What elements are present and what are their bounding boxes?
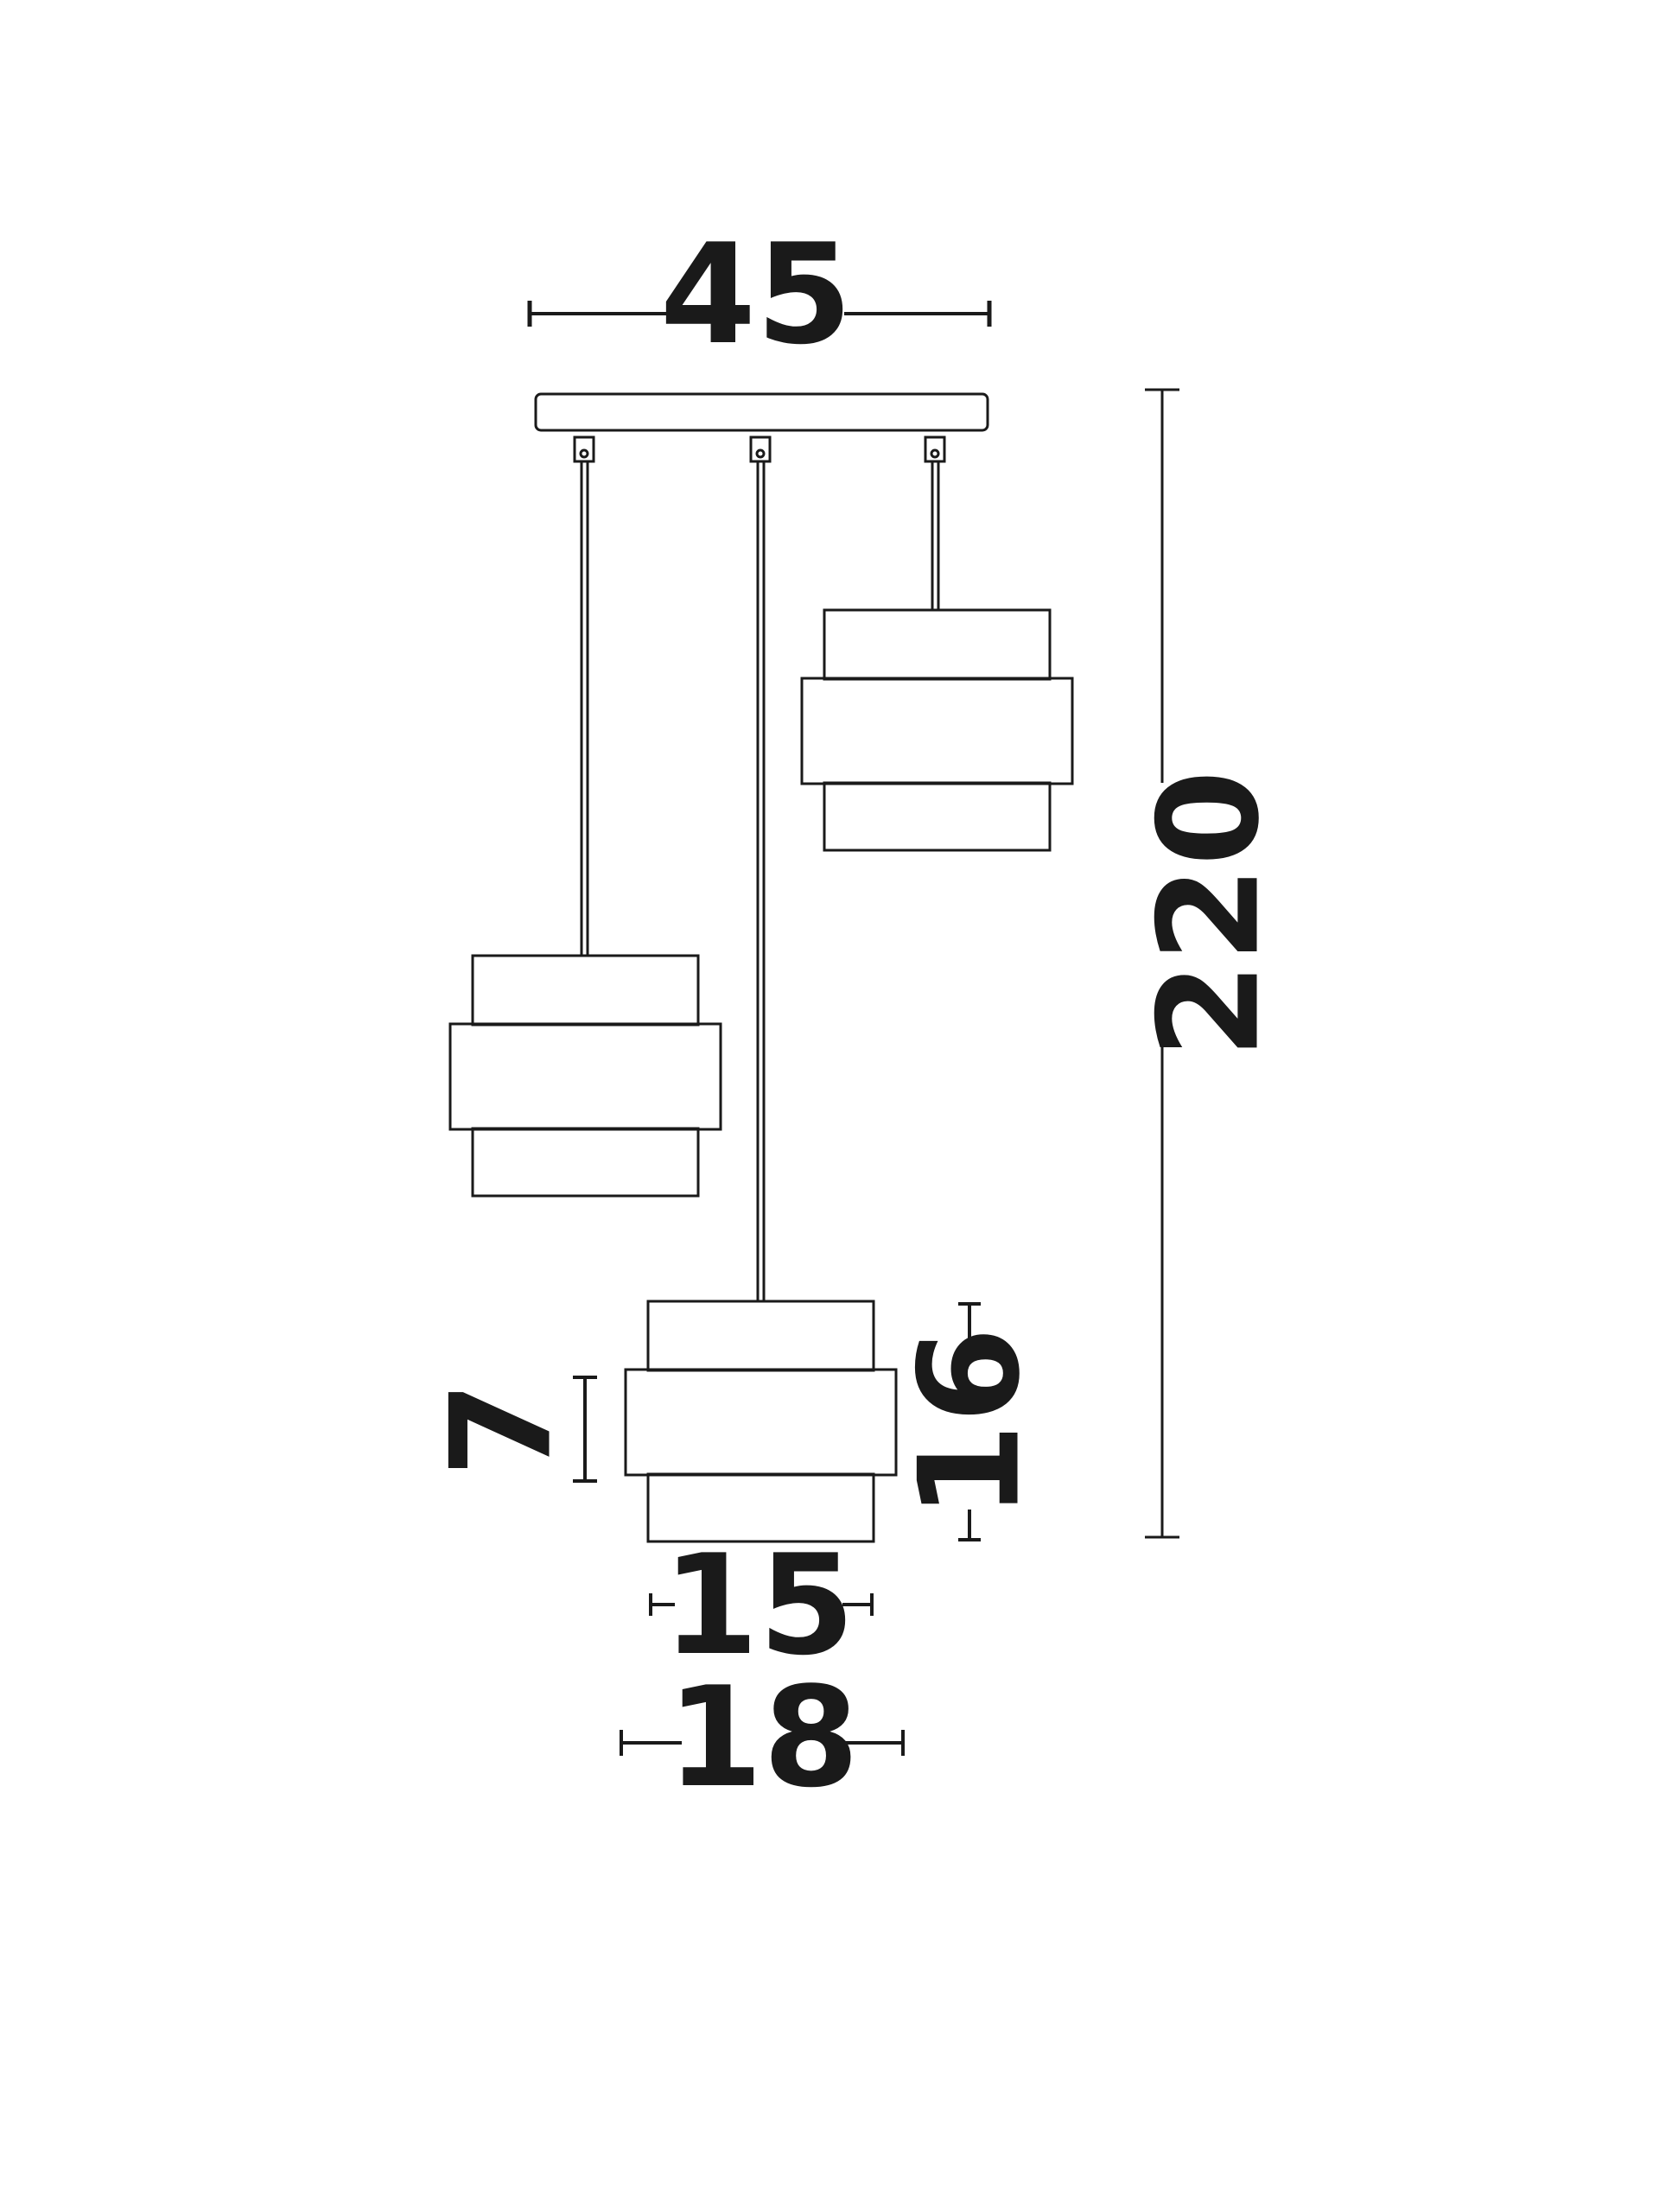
shade-middle-band: [800, 677, 1074, 785]
shade-middle-band: [448, 1022, 722, 1131]
shade-outer-width-label: 18: [667, 1656, 860, 1818]
shade-top-ring: [823, 608, 1052, 681]
cable-center: [756, 461, 766, 1301]
clamp-body: [749, 435, 772, 463]
height-label: 220: [1128, 770, 1290, 1058]
canopy-plate: [534, 392, 989, 432]
clamp-screw: [755, 448, 766, 459]
shade-top-ring: [646, 1300, 875, 1372]
lamp-shade-left-middle: [448, 954, 722, 1198]
height-dimension-220: 220: [1128, 388, 1290, 1539]
shade-height-dimension-16: 16: [889, 1302, 1051, 1541]
shade-middle-band: [624, 1368, 898, 1477]
cable-clamp-left: [573, 435, 595, 463]
shade-height-label: 16: [889, 1327, 1051, 1520]
clamp-body: [573, 435, 595, 463]
lamp-shade-right-upper: [800, 608, 1074, 852]
lamp-shade-center-lower: [624, 1300, 898, 1543]
clamp-screw: [579, 448, 589, 459]
width-dimension-45: 45: [527, 213, 992, 375]
width-label: 45: [660, 213, 853, 375]
cable-clamp-right: [924, 435, 946, 463]
shade-inner-width-label: 15: [663, 1524, 855, 1686]
cable-clamp-center: [749, 435, 772, 463]
shade-inner-width-dimension-15: 15: [649, 1524, 874, 1686]
cable-right: [931, 461, 940, 610]
cable-left: [580, 461, 589, 956]
shade-bottom-ring: [471, 1127, 700, 1198]
clamp-screw: [930, 448, 940, 459]
shade-top-ring: [471, 954, 700, 1027]
ceiling-canopy: [534, 392, 989, 432]
shade-bottom-ring: [823, 781, 1052, 852]
clamp-body: [924, 435, 946, 463]
shade-outer-width-dimension-18: 18: [620, 1656, 905, 1818]
band-height-dimension-7: 7: [421, 1376, 597, 1483]
band-height-label: 7: [421, 1381, 582, 1477]
